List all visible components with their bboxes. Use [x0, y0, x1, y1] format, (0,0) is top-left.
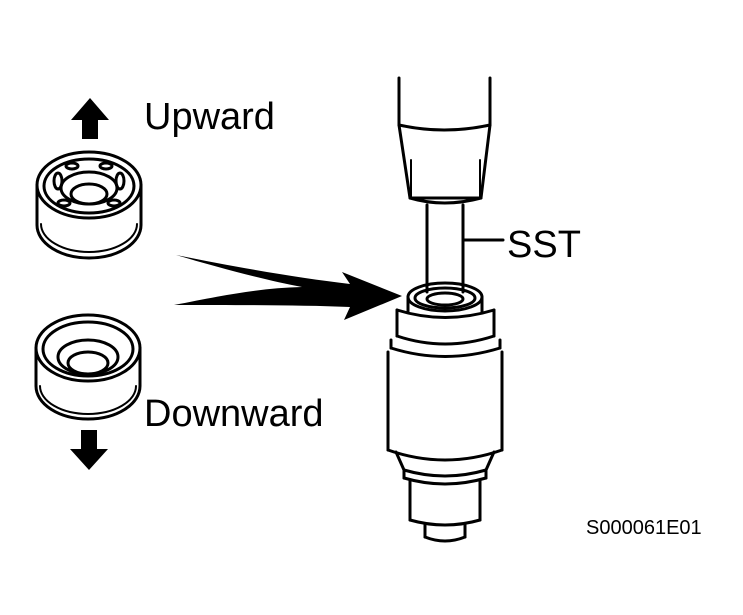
bearing-upward	[35, 150, 143, 260]
right-arrow-icon	[174, 255, 402, 320]
upward-label: Upward	[144, 96, 275, 138]
figure-code: S000061E01	[586, 517, 702, 539]
down-arrow-icon	[70, 430, 108, 470]
up-arrow-icon	[71, 98, 109, 139]
sst-tool	[397, 76, 505, 294]
bearing-downward	[34, 313, 142, 421]
housing	[386, 281, 504, 543]
sst-label: SST	[507, 224, 581, 266]
downward-label: Downward	[144, 393, 324, 435]
